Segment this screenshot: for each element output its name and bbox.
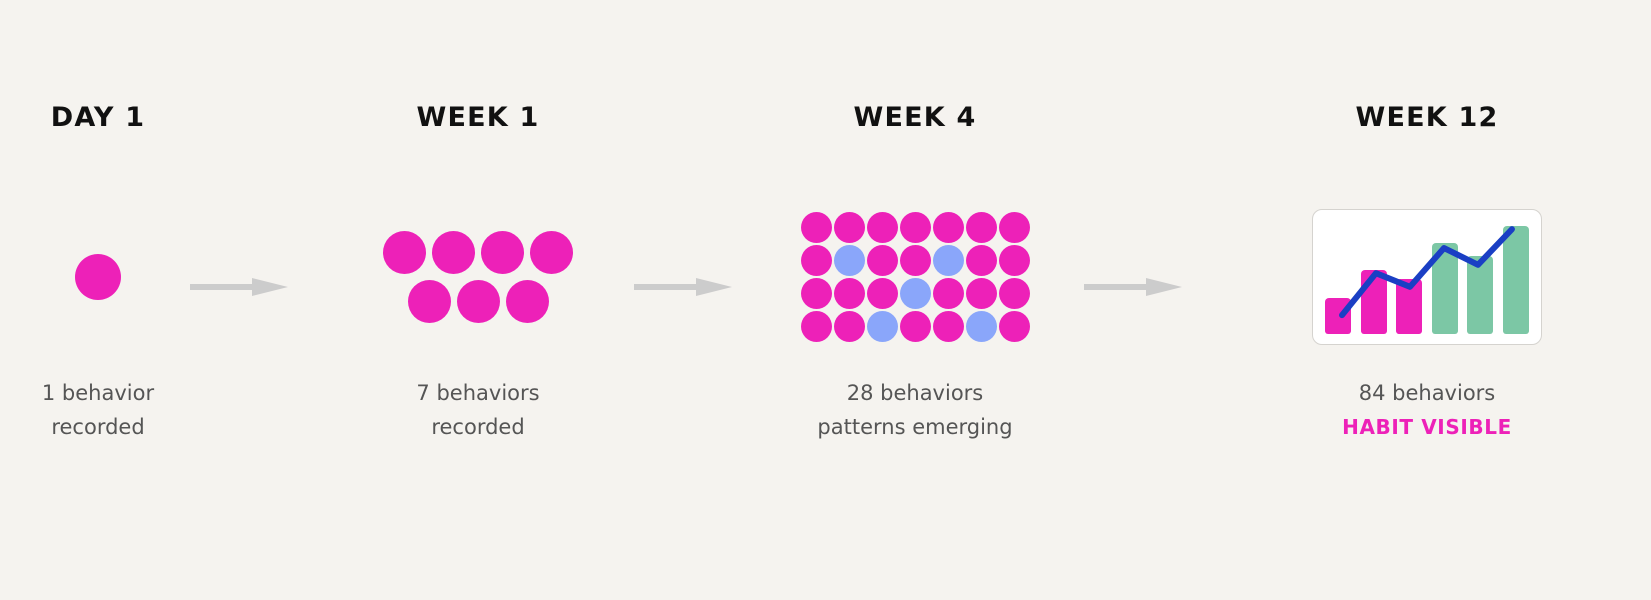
stage-title-week-12: WEEK 12: [1355, 102, 1499, 133]
behavior-dot: [932, 278, 964, 309]
behavior-dot: [800, 311, 832, 342]
stage-week-4: WEEK 4 28 behaviors patterns emerging: [740, 0, 1090, 600]
chart-plot-area: [1325, 220, 1529, 334]
arrow-right-icon: [190, 278, 288, 296]
behavior-dot-grid: [800, 212, 1030, 342]
behavior-dot: [899, 245, 931, 276]
behavior-dot: [998, 245, 1030, 276]
behavior-dot: [800, 212, 832, 243]
behavior-dot: [505, 280, 549, 323]
behavior-dot: [833, 278, 865, 309]
behavior-dot: [866, 212, 898, 243]
stage-week-12: WEEK 12 84 behaviors HABIT VISIBLE: [1280, 0, 1574, 600]
stage-visual-week-1: [338, 196, 618, 358]
behavior-dot: [965, 278, 997, 309]
chart-bar: [1502, 225, 1529, 334]
behavior-dot: [998, 278, 1030, 309]
chart-bar: [1325, 297, 1351, 334]
behavior-dot: [932, 212, 964, 243]
stage-visual-week-4: [740, 196, 1090, 358]
arrow-right-icon: [1084, 278, 1182, 296]
behavior-dot: [456, 280, 500, 323]
pattern-dot: [866, 311, 898, 342]
caption-line-primary: 28 behaviors: [846, 381, 984, 405]
stage-title-day-1: DAY 1: [50, 102, 146, 133]
dot-row: [800, 245, 1030, 276]
stage-week-1: WEEK 1 7 behaviors recorded: [338, 0, 618, 600]
behavior-dot: [833, 212, 865, 243]
pattern-dot: [932, 245, 964, 276]
behavior-dot: [800, 278, 832, 309]
behavior-dot: [800, 245, 832, 276]
stage-visual-week-12: [1280, 196, 1574, 358]
behavior-dot: [998, 212, 1030, 243]
behavior-dot: [965, 212, 997, 243]
behavior-dot: [833, 311, 865, 342]
arrow-right-icon: [634, 278, 732, 296]
dot-row: [383, 231, 573, 274]
dot-row: [800, 278, 1030, 309]
behavior-dot: [407, 280, 451, 323]
caption-line-primary: 7 behaviors: [416, 381, 540, 405]
caption-line-secondary: patterns emerging: [817, 415, 1013, 439]
caption-line-secondary: recorded: [431, 415, 525, 439]
stage-visual-day-1: [0, 196, 196, 358]
behavior-dot: [383, 231, 426, 274]
stage-title-week-1: WEEK 1: [416, 102, 540, 133]
stage-caption-week-12: 84 behaviors HABIT VISIBLE: [1280, 376, 1574, 444]
behavior-dot: [481, 231, 524, 274]
behavior-dot: [899, 311, 931, 342]
dot-row: [800, 212, 1030, 243]
caption-line-primary: 1 behavior: [41, 381, 155, 405]
stage-caption-week-4: 28 behaviors patterns emerging: [740, 376, 1090, 444]
trend-polyline: [1342, 229, 1512, 315]
behavior-dot: [75, 254, 121, 300]
pattern-dot: [965, 311, 997, 342]
behavior-dot: [932, 311, 964, 342]
behavior-dot: [998, 311, 1030, 342]
dot-row: [407, 280, 549, 323]
behavior-dot: [965, 245, 997, 276]
behavior-dot: [866, 245, 898, 276]
caption-line-primary: 84 behaviors: [1358, 381, 1496, 405]
stage-day-1: DAY 1 1 behavior recorded: [0, 0, 196, 600]
behavior-dot: [432, 231, 475, 274]
behavior-dot: [899, 212, 931, 243]
stage-caption-week-1: 7 behaviors recorded: [338, 376, 618, 444]
chart-trend-line: [1325, 220, 1529, 334]
behavior-dot: [866, 278, 898, 309]
behavior-dot: [530, 231, 573, 274]
habit-chart-card: [1312, 209, 1542, 345]
stage-caption-day-1: 1 behavior recorded: [0, 376, 196, 444]
chart-bar: [1467, 256, 1494, 334]
pattern-dot: [833, 245, 865, 276]
dot-row: [800, 311, 1030, 342]
behavior-dot-cluster: [383, 231, 573, 323]
caption-line-secondary: recorded: [51, 415, 145, 439]
habit-visible-badge: HABIT VISIBLE: [1342, 415, 1512, 439]
stage-title-week-4: WEEK 4: [853, 102, 977, 133]
pattern-dot: [899, 278, 931, 309]
chart-bars: [1325, 220, 1529, 334]
